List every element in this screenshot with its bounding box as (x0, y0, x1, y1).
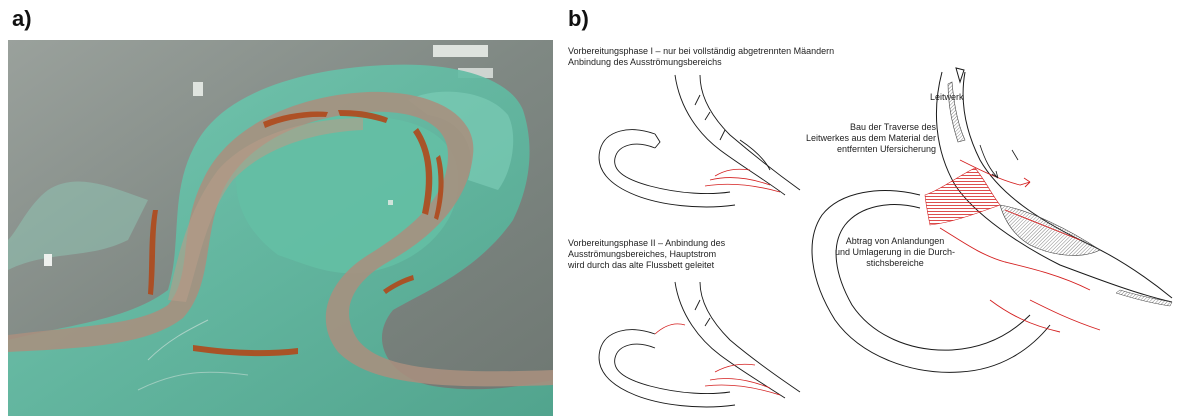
panel-label-a: a) (12, 6, 32, 32)
construction-diagram-panel: Vorbereitungsphase I – nur bei vollständ… (560, 0, 1182, 416)
leitwerk-hatch (948, 82, 965, 142)
main-sketch (812, 68, 1172, 372)
bank-hatch (1000, 205, 1100, 255)
meander-schematics (560, 0, 1182, 416)
phase-1-sketch (599, 75, 800, 207)
flow-arrows (980, 145, 1018, 178)
phase-1-red-lines (705, 169, 780, 192)
meander-model-photo (8, 40, 553, 416)
traverse-hatch (925, 168, 1000, 225)
phase-2-red-lines (655, 324, 780, 395)
